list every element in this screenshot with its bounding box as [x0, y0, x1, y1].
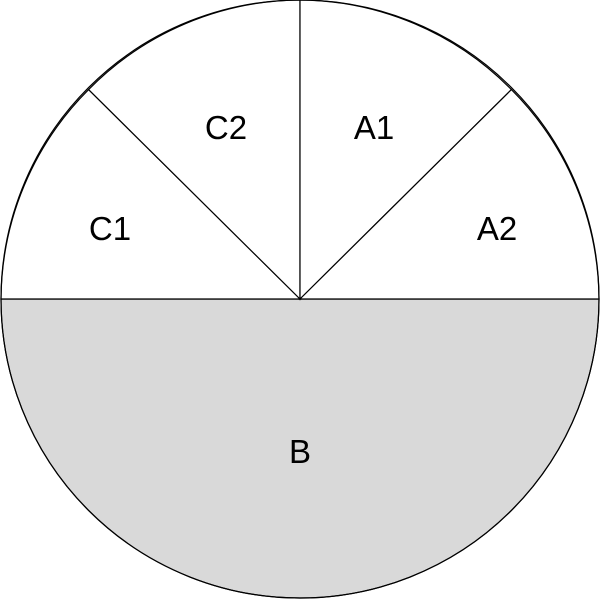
- label-a1: A1: [354, 109, 394, 146]
- label-c2: C2: [205, 109, 247, 146]
- label-b: B: [289, 433, 311, 470]
- label-c1: C1: [89, 210, 131, 247]
- label-a2: A2: [477, 210, 517, 247]
